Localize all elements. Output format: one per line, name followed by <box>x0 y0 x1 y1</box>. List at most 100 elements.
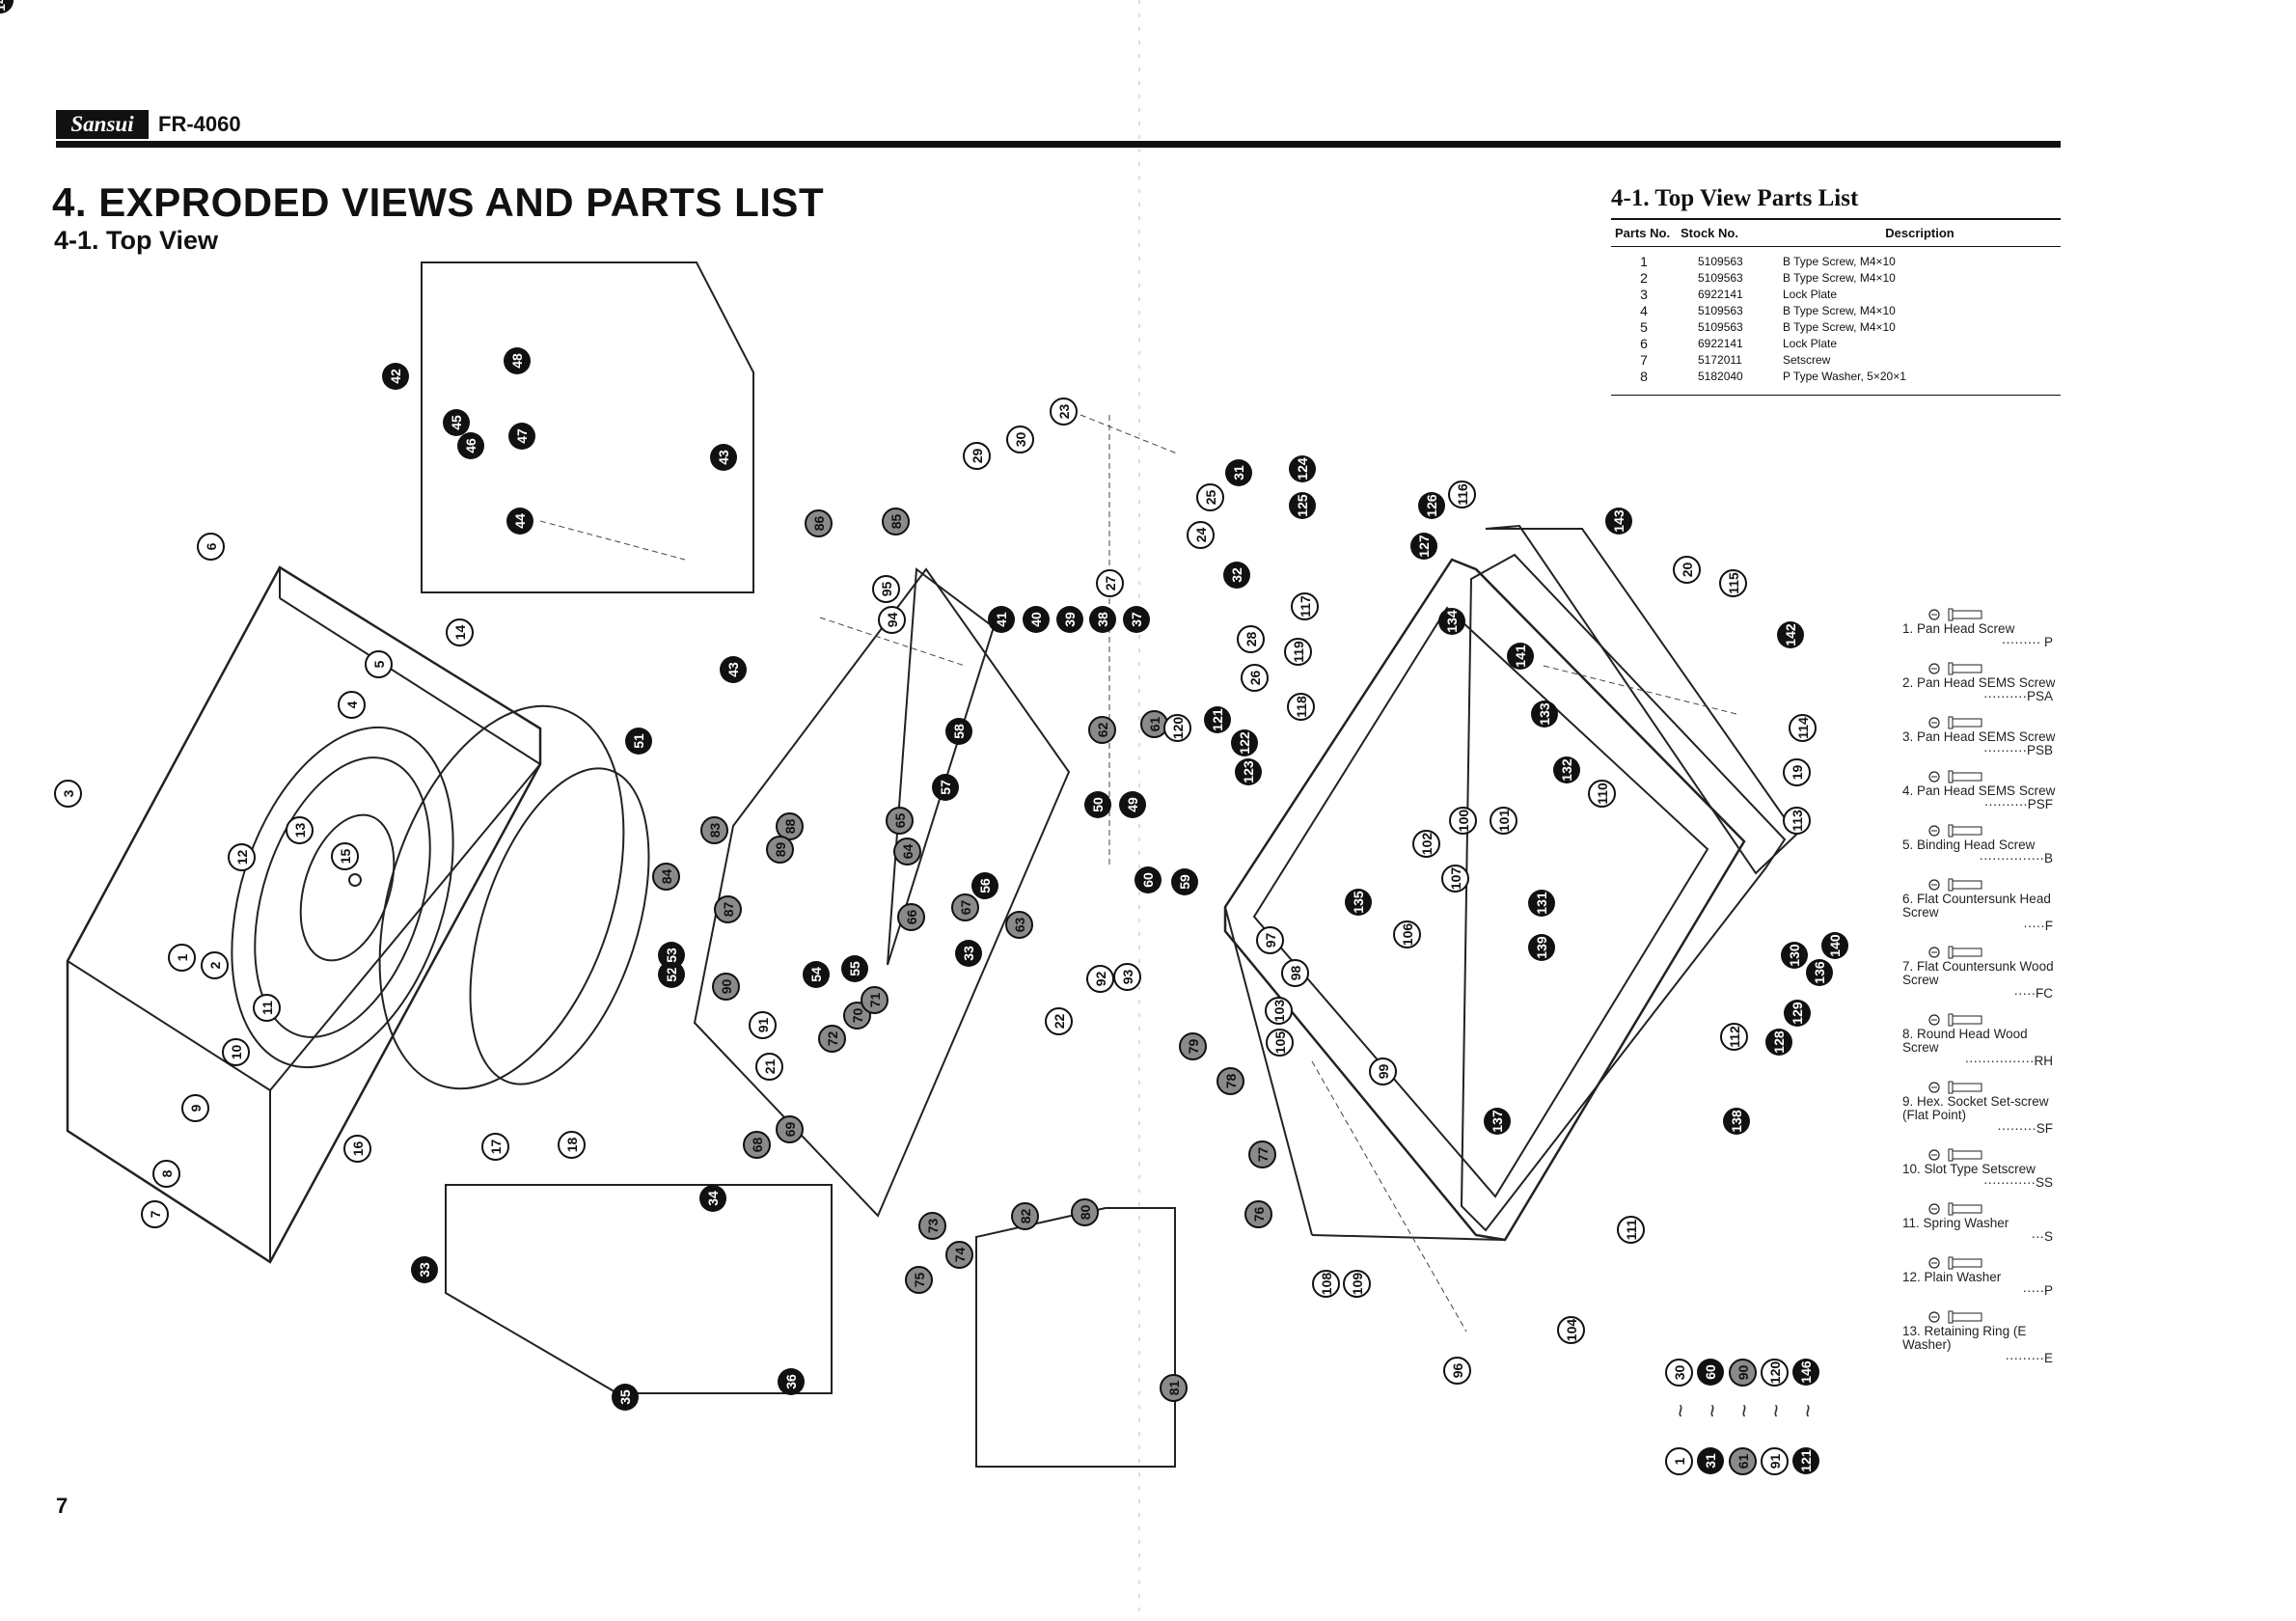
mechanism-inset-frame <box>975 1207 1176 1468</box>
legend-item-code: ·····FC <box>2013 986 2053 1001</box>
legend-item-name: 2. Pan Head SEMS Screw <box>1902 675 2056 690</box>
part-callout: 59 <box>1171 868 1198 895</box>
part-callout: 78 <box>1216 1067 1244 1095</box>
part-callout: 3 <box>54 780 82 808</box>
key-range-end: 91 <box>1761 1447 1789 1475</box>
key-range-tilde: ~ <box>1794 1403 1821 1418</box>
stock-number-cell: 6922141 <box>1698 337 1743 350</box>
parts-list-title: 4-1. Top View Parts List <box>1611 185 1859 211</box>
part-callout: 39 <box>1056 606 1083 633</box>
motor-board-drawing <box>693 567 1071 1218</box>
legend-item-code: ··········PSF <box>1983 797 2053 811</box>
part-callout: 121 <box>1204 706 1231 733</box>
part-callout: 12 <box>228 843 256 871</box>
description-cell: B Type Screw, M4×10 <box>1783 304 1896 317</box>
key-range-start: 90 <box>1729 1359 1757 1387</box>
key-range-start: 120 <box>1761 1359 1789 1387</box>
key-range-end: 31 <box>1697 1447 1724 1474</box>
part-callout: 1 <box>168 944 196 972</box>
section-subtitle: 4-1. Top View <box>54 226 219 255</box>
legend-item: 5. Binding Head Screw···············B <box>1902 822 2057 865</box>
legend-item-name: 11. Spring Washer <box>1902 1216 2009 1230</box>
screw-icon <box>1902 714 2057 730</box>
part-callout: 126 <box>1418 492 1445 519</box>
part-callout: 13 <box>286 816 314 844</box>
part-callout: 55 <box>841 955 868 982</box>
part-callout: 85 <box>882 508 910 536</box>
part-callout: 77 <box>1248 1140 1276 1168</box>
legend-item: 2. Pan Head SEMS Screw··········PSA <box>1902 660 2057 703</box>
legend-item-name: 7. Flat Countersunk Wood Screw <box>1902 959 2054 987</box>
legend-item-code: ·········E <box>2005 1351 2053 1365</box>
parts-table-header: Parts No. Stock No. Description <box>1611 218 2061 247</box>
part-callout: 128 <box>1765 1029 1792 1056</box>
column-header: Stock No. <box>1677 218 1779 247</box>
screw-icon <box>1902 1079 2057 1095</box>
part-callout: 31 <box>1225 459 1252 486</box>
screw-icon <box>1902 1146 2057 1163</box>
part-callout: 32 <box>1223 562 1250 589</box>
legend-item-code: ··········PSB <box>1983 743 2053 757</box>
part-callout: 41 <box>988 606 1015 633</box>
part-callout: 7 <box>141 1200 169 1228</box>
legend-item-code: ···S <box>2031 1229 2054 1244</box>
part-number-cell: 4 <box>1640 303 1648 318</box>
part-callout: 125 <box>1289 492 1316 519</box>
part-callout: 140 <box>1821 932 1848 959</box>
part-callout: 135 <box>1345 889 1372 916</box>
part-callout: 50 <box>1084 791 1111 818</box>
part-callout: 132 <box>1553 756 1580 783</box>
part-number-cell: 7 <box>1640 352 1648 368</box>
part-callout: 42 <box>382 363 409 390</box>
part-callout: 67 <box>951 893 979 921</box>
part-callout: 83 <box>700 816 728 844</box>
part-callout: 113 <box>1783 807 1811 835</box>
part-callout: 20 <box>1673 556 1701 584</box>
part-callout: 129 <box>1784 1000 1811 1027</box>
part-callout: 43 <box>710 444 737 471</box>
screw-icon <box>1902 768 2057 784</box>
part-number-cell: 1 <box>1640 254 1648 269</box>
part-callout: 98 <box>1281 959 1309 987</box>
legend-item-name: 12. Plain Washer <box>1902 1270 2002 1284</box>
part-callout: 122 <box>1231 729 1258 756</box>
stock-number-cell: 5109563 <box>1698 320 1743 334</box>
part-callout: 103 <box>1265 997 1293 1025</box>
legend-item: 12. Plain Washer·····P <box>1902 1254 2057 1298</box>
part-callout: 60 <box>1134 866 1162 893</box>
legend-item: 13. Retaining Ring (E Washer)·········E <box>1902 1308 2057 1365</box>
parts-table: Parts No. Stock No. Description 1 5109563… <box>1611 218 2061 385</box>
part-callout: 37 <box>1123 606 1150 633</box>
description-cell: B Type Screw, M4×10 <box>1783 320 1896 334</box>
part-callout: 11 <box>253 994 281 1022</box>
part-callout: 30 <box>1006 426 1034 453</box>
part-callout: 139 <box>1528 934 1555 961</box>
part-callout: 106 <box>1393 920 1421 948</box>
part-callout: 117 <box>1291 592 1319 620</box>
part-callout: 71 <box>861 986 888 1014</box>
stock-number-cell: 5109563 <box>1698 271 1743 285</box>
part-callout: 15 <box>331 842 359 870</box>
part-callout: 142 <box>1777 621 1804 648</box>
legend-item-name: 5. Binding Head Screw <box>1902 838 2036 852</box>
screw-icon <box>1902 1308 2057 1325</box>
part-callout: 21 <box>755 1053 783 1081</box>
part-number-cell: 8 <box>1640 369 1648 384</box>
part-callout: 35 <box>612 1384 639 1411</box>
stock-number-cell: 5182040 <box>1698 370 1743 383</box>
part-callout: 87 <box>714 895 742 923</box>
part-callout: 29 <box>963 442 991 470</box>
part-callout: 6 <box>197 533 225 561</box>
part-callout: 10 <box>222 1038 250 1066</box>
part-callout: 86 <box>805 509 833 537</box>
cartridge-inset-frame <box>445 1184 833 1394</box>
column-header: Description <box>1779 218 2061 247</box>
part-callout: 65 <box>886 807 914 835</box>
legend-item-name: 8. Round Head Wood Screw <box>1902 1027 2028 1055</box>
part-callout: 57 <box>932 774 959 801</box>
part-callout: 93 <box>1113 963 1141 991</box>
part-callout: 63 <box>1005 911 1033 939</box>
